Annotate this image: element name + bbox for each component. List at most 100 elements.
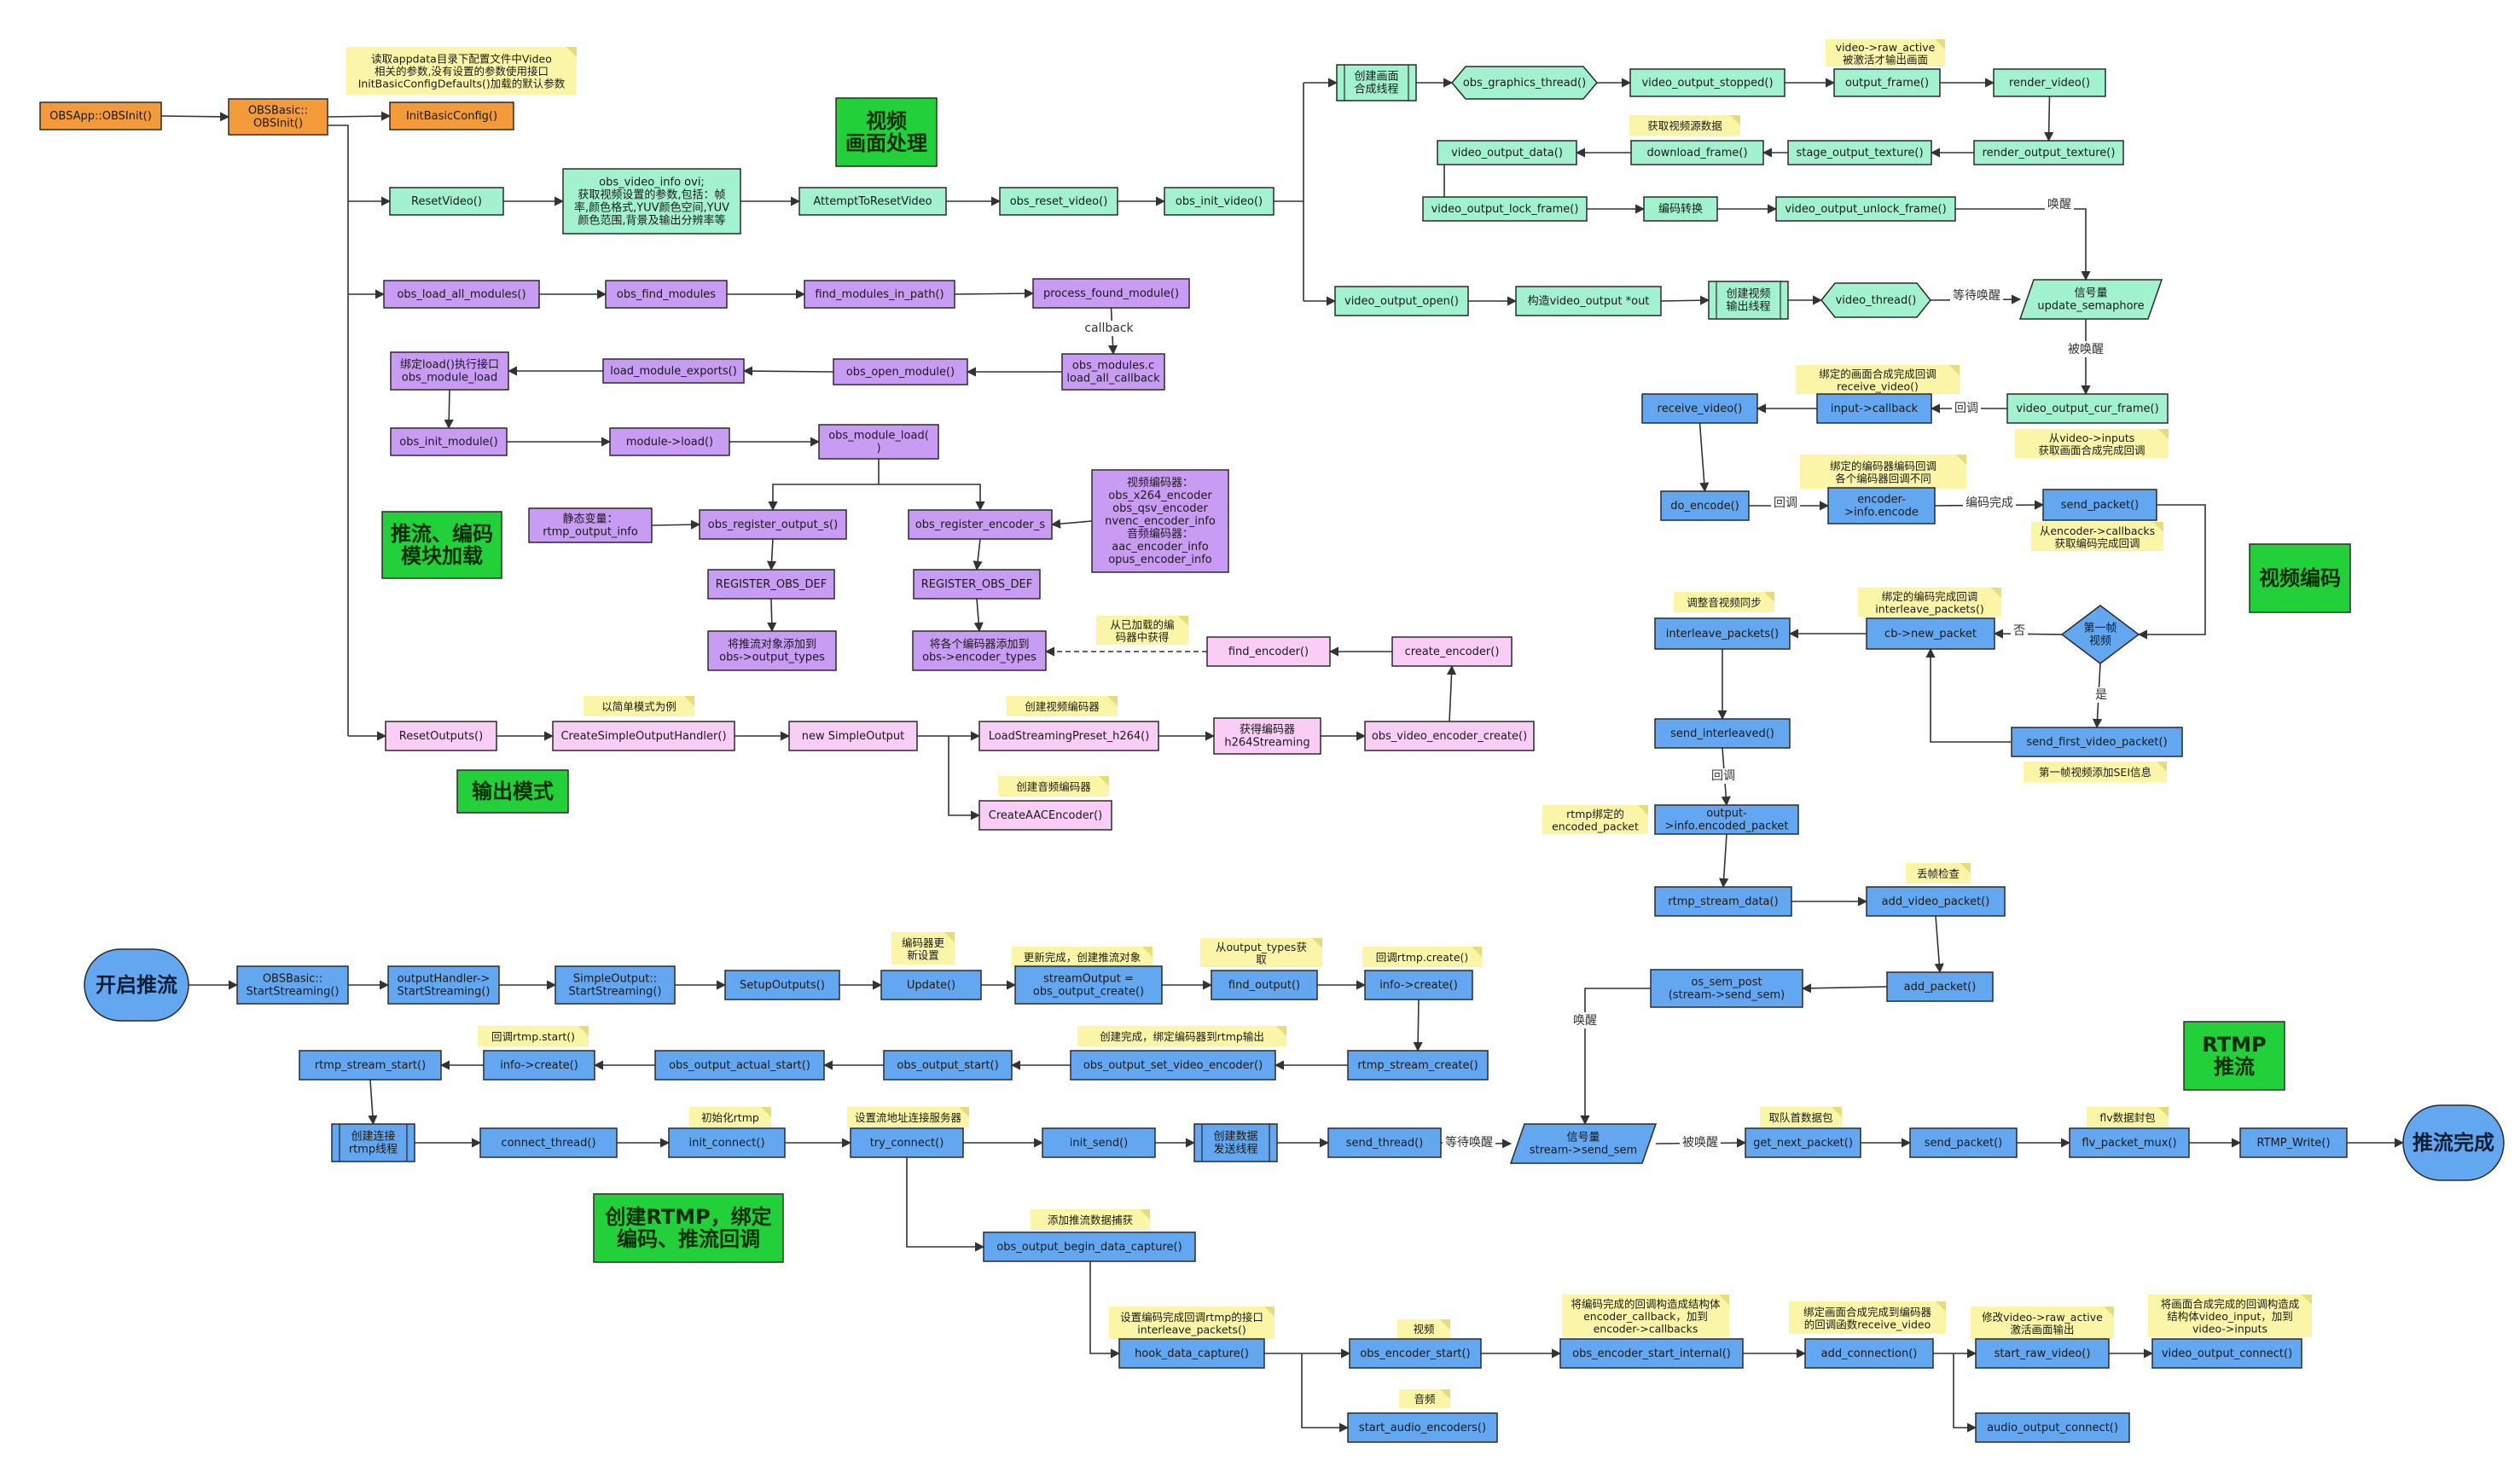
node-obs-video-info: obs_video_info ovi;获取视频设置的参数,包括：帧率,颜色格式,…	[562, 168, 741, 235]
node-try-connect: try_connect()	[850, 1127, 964, 1158]
node-note-bind-receive-video: 绑定画面合成完成到编码器的回调函数receive_video	[1789, 1301, 1946, 1334]
node-do-encode: do_encode()	[1660, 490, 1750, 521]
node-label: 第一帧视频添加SEI信息	[2039, 766, 2151, 779]
node-send-packet-1: send_packet()	[2042, 489, 2157, 521]
node-obs-graphics-thread: obs_graphics_thread()	[1451, 66, 1598, 100]
node-init-basic-config: InitBasicConfig()	[389, 101, 514, 130]
node-obs-find-modules: obs_find_modules	[605, 280, 728, 309]
node-obsbasic-start-streaming: OBSBasic::StartStreaming()	[236, 965, 349, 1005]
edge-label-yes: 是	[2095, 688, 2107, 702]
node-obs-init-module: obs_init_module()	[390, 427, 508, 456]
node-label: 取队首数据包	[1768, 1111, 1832, 1124]
node-note-create-audio-enc: 创建音频编码器	[998, 776, 1109, 797]
node-rtmp-write: RTMP_Write()	[2239, 1127, 2348, 1158]
node-flv-packet-mux: flv_packet_mux()	[2069, 1127, 2190, 1158]
node-label: find_modules_in_path()	[815, 288, 944, 301]
node-rtmp-stream-data: rtmp_stream_data()	[1654, 886, 1792, 917]
node-obs-encoder-start-internal: obs_encoder_start_internal()	[1559, 1338, 1744, 1369]
node-label: 绑定画面合成完成到编码器的回调函数receive_video	[1803, 1305, 1932, 1330]
node-obs-output-create: streamOutput =obs_output_create()	[1014, 965, 1163, 1005]
node-send-first-video-packet: send_first_video_packet()	[2011, 727, 2183, 757]
node-label: CreateSimpleOutputHandler()	[560, 730, 726, 743]
edge	[1801, 983, 1888, 994]
node-label: get_next_packet()	[1753, 1137, 1853, 1150]
node-label: find_output()	[1228, 979, 1300, 992]
node-module-load: module->load()	[609, 427, 730, 456]
edge	[766, 538, 777, 571]
edge	[368, 1079, 378, 1126]
node-label: rtmp_stream_start()	[315, 1059, 426, 1072]
node-label: 视频	[1413, 1323, 1435, 1336]
node-video-output-lock-frame: video_output_lock_frame()	[1422, 196, 1588, 222]
node-video-output-data: video_output_data()	[1437, 140, 1577, 165]
node-info-create-2: info->create()	[483, 1050, 595, 1081]
node-note-init-rtmp: 初始化rtmp	[689, 1107, 771, 1127]
node-obs-init-video: obs_init_video()	[1164, 187, 1275, 216]
node-label: add_video_packet()	[1882, 895, 1990, 908]
edge-label-callback-3: 回调	[1711, 769, 1735, 783]
node-input-callback: input->callback	[1816, 393, 1932, 424]
node-send-interleaved: send_interleaved()	[1654, 718, 1791, 749]
node-add-video-packet: add_video_packet()	[1866, 886, 2006, 917]
node-label: OBSApp::OBSInit()	[49, 110, 152, 123]
edge	[444, 389, 454, 430]
node-render-video: render_video()	[1993, 68, 2106, 97]
node-obs-load-all-modules: obs_load_all_modules()	[383, 280, 540, 309]
edge	[2137, 504, 2206, 640]
node-video-output-stopped: video_output_stopped()	[1629, 68, 1785, 97]
node-note-get-video: 获取视频源数据	[1629, 115, 1740, 136]
node-label: hook_data_capture()	[1135, 1347, 1249, 1360]
node-note-drop-frames: 丢帧检查	[1906, 863, 1971, 884]
edge	[1925, 647, 2012, 743]
node-cb-new-packet: cb->new_packet	[1866, 617, 1995, 650]
node-label: start_raw_video()	[1995, 1347, 2091, 1360]
node-label: rtmp_stream_data()	[1668, 895, 1778, 908]
node-label: video_output_open()	[1344, 295, 1459, 308]
node-label: obs_graphics_thread()	[1463, 77, 1586, 90]
node-output-info-encoded-packet: output->info.encoded_packet	[1654, 804, 1799, 835]
node-label: SetupOutputs()	[740, 979, 825, 992]
node-note-simple-mode: 以简单模式为例	[584, 696, 694, 716]
node-label: obs_output_begin_data_capture()	[996, 1241, 1182, 1254]
node-label: 创建完成，绑定编码器到rtmp输出	[1100, 1030, 1264, 1043]
node-note-bind-encoder-rtmp: 创建完成，绑定编码器到rtmp输出	[1077, 1026, 1286, 1046]
node-label: stage_output_texture()	[1796, 147, 1923, 159]
node-label: new SimpleOutput	[802, 730, 905, 743]
node-label: 推流、编码模块加载	[391, 522, 493, 568]
node-label: load_module_exports()	[610, 365, 737, 378]
node-start-raw-video: start_raw_video()	[1975, 1338, 2110, 1369]
node-label: send_interleaved()	[1670, 727, 1774, 740]
node-label: add_packet()	[1904, 981, 1977, 994]
node-obs-encoder-start: obs_encoder_start()	[1349, 1338, 1482, 1369]
edge-label-no: 否	[2013, 624, 2025, 638]
node-label: find_encoder()	[1228, 646, 1309, 658]
node-label: obs_open_module()	[846, 366, 955, 379]
node-label: receive_video()	[1658, 403, 1743, 415]
node-obs-output-start: obs_output_start()	[883, 1050, 1013, 1081]
node-label: SimpleOutput::StartStreaming()	[568, 972, 661, 998]
node-label: video_output_stopped()	[1641, 77, 1773, 90]
edge	[767, 598, 777, 633]
edge	[1660, 295, 1710, 305]
node-label: REGISTER_OBS_DEF	[716, 578, 827, 591]
node-outputhandler-start-streaming: outputHandler->StartStreaming()	[387, 965, 500, 1005]
edge	[973, 538, 983, 571]
edge	[1050, 519, 1093, 529]
node-label: do_encode()	[1670, 500, 1739, 513]
edge	[328, 125, 349, 736]
node-label: module->load()	[626, 436, 713, 449]
